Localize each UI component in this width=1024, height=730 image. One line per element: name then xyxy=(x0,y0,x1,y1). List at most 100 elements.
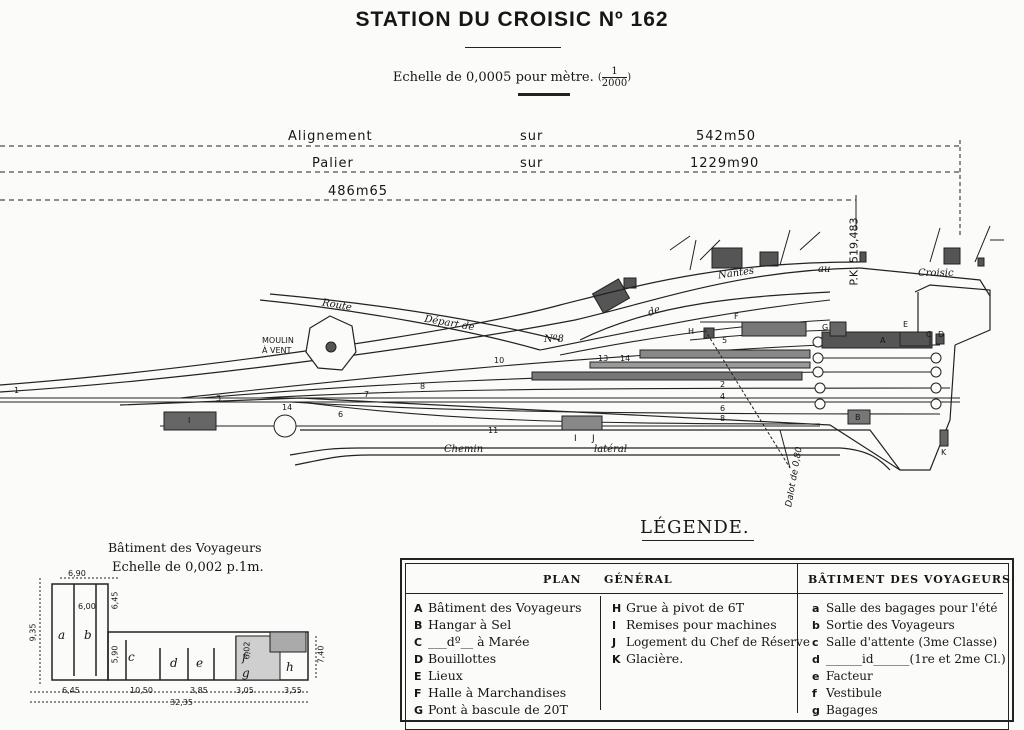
profile-lines xyxy=(0,145,960,201)
small-plan-title: Bâtiment des Voyageurs xyxy=(108,540,262,555)
alignement-label: Alignement xyxy=(288,129,373,144)
au-label: au xyxy=(818,264,831,275)
turntables xyxy=(273,336,942,438)
track-num: 14 xyxy=(282,403,293,412)
letter-j: J xyxy=(592,434,595,444)
letter-i: I xyxy=(574,434,577,444)
legend-col-divider xyxy=(797,563,798,713)
letter-c: C xyxy=(926,330,932,339)
croisic-label: Croisic xyxy=(918,268,954,279)
lateral-label: latéral xyxy=(594,444,628,455)
track-num: 5 xyxy=(722,336,728,345)
n8-label: Nº8 xyxy=(544,334,564,345)
legend-plan-divider xyxy=(600,596,601,710)
station-buildings xyxy=(163,321,949,447)
track-num: 6 xyxy=(720,404,726,413)
scale-denominator: 2000 xyxy=(601,78,628,89)
dim-label: 6,00 xyxy=(78,602,96,611)
alignement-sur: sur xyxy=(520,129,544,144)
room-a: a xyxy=(58,628,66,642)
small-plan-scale: Echelle de 0,002 p.1m. xyxy=(112,560,264,575)
legend-title-rule xyxy=(642,540,754,541)
track-num: 1 xyxy=(14,386,20,395)
dim-label: 10,50 xyxy=(130,686,153,695)
dim-label: 6,90 xyxy=(68,569,86,578)
scale-rule xyxy=(518,93,570,96)
letter-d: D xyxy=(938,330,945,339)
chemin-label: Chemin xyxy=(444,444,484,455)
dim-label: 3,05 xyxy=(236,686,254,695)
dim-label: 6,45 xyxy=(62,686,80,695)
letter-e: E xyxy=(903,320,909,329)
room-b: b xyxy=(84,628,92,642)
dim-label: 3,85 xyxy=(190,686,208,695)
a-vent-label: À VENT xyxy=(262,346,292,355)
legend-item: d______id______(1re et 2me Cl.) xyxy=(812,652,1006,666)
room-d: d xyxy=(170,656,178,670)
legend-header-rule xyxy=(405,593,1003,594)
legend-title: LÉGENDE. xyxy=(640,517,750,538)
dim-label: 5,90 xyxy=(110,645,120,664)
letter-g: G xyxy=(822,323,829,332)
track-num: 14 xyxy=(620,354,631,363)
dim-label: 3,55 xyxy=(284,686,302,695)
letter-i-left: I xyxy=(188,416,191,425)
first-segment-value: 486m65 xyxy=(328,184,389,199)
dim-label: 32,35 xyxy=(170,698,193,707)
track-num: 6 xyxy=(338,410,344,419)
scale-text: Echelle de 0,0005 pour mètre. ( 1 2000 ) xyxy=(392,66,632,89)
track-num: 3 xyxy=(216,394,222,403)
town-buildings xyxy=(591,247,985,314)
palier-value: 1229m90 xyxy=(690,156,760,171)
legend-col-batiment: BÂTIMENT DES VOYAGEURS xyxy=(808,573,1011,586)
legend-col-plan-2: GÉNÉRAL xyxy=(604,573,673,586)
track-num: 8 xyxy=(720,414,726,423)
letter-h: H xyxy=(688,327,695,336)
letter-a: A xyxy=(880,336,886,345)
track-num: 7 xyxy=(364,390,370,399)
letter-b: B xyxy=(855,413,861,422)
letter-f: F xyxy=(734,312,739,321)
track-num: 13 xyxy=(598,354,609,363)
dim-label: 7,40 xyxy=(316,645,326,664)
room-f: f xyxy=(242,650,247,664)
palier-sur: sur xyxy=(520,156,544,171)
dim-label: 9,35 xyxy=(28,623,38,642)
palier-label: Palier xyxy=(312,156,354,171)
track-num: 4 xyxy=(720,392,726,401)
track-num: 2 xyxy=(720,380,726,389)
track-num: 10 xyxy=(494,356,505,365)
moulin-label: MOULIN xyxy=(262,336,294,345)
letter-k: K xyxy=(941,448,947,457)
room-e: e xyxy=(196,656,204,670)
alignement-value: 542m50 xyxy=(696,129,757,144)
room-h: h xyxy=(286,660,294,674)
track-num: 11 xyxy=(488,426,499,435)
scale-numerator: 1 xyxy=(601,66,628,78)
dim-label: 6,45 xyxy=(110,591,120,610)
small-building-plan xyxy=(30,577,317,703)
room-g: g xyxy=(242,666,250,680)
roads xyxy=(0,261,991,393)
station-plan xyxy=(0,140,1004,471)
track-num: 8 xyxy=(420,382,426,391)
page-title: STATION DU CROISIC Nº 162 xyxy=(355,8,669,31)
